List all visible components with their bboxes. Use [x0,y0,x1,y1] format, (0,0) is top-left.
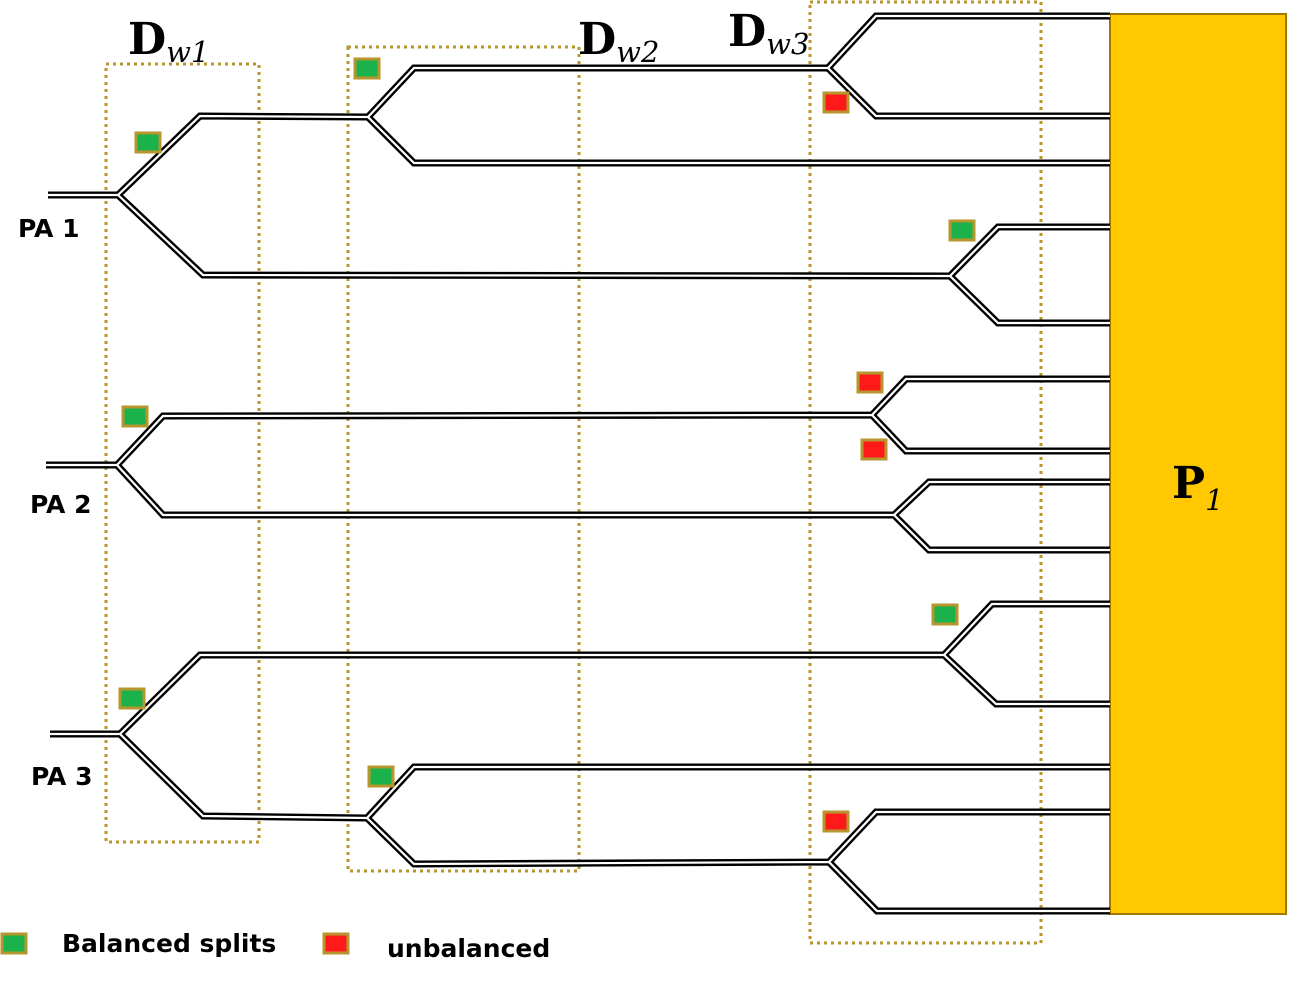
waveguide-pa2 [46,375,1110,554]
split-marker-pa2-dw3-top-b [860,438,888,461]
split-marker-pa3-dw1 [118,687,146,710]
input-label-pa1: PA 1 [18,214,79,243]
split-marker-pa1-dw2 [353,57,381,80]
legend-balanced-swatch [0,932,28,955]
group-box-dw3 [808,0,1043,945]
group-box-dw2 [346,45,581,873]
group-label-dw3: Dw3 [728,6,809,61]
split-marker-pa1-dw3-top [822,91,850,114]
split-marker-pa1-dw3-bottom [948,219,976,242]
output-block-p1 [1109,13,1287,915]
group-label-dw1: Dw1 [128,14,209,69]
waveguide-pa3 [50,600,1110,915]
split-marker-pa2-dw1 [121,405,149,428]
group-box-dw1 [104,62,261,844]
split-markers [118,57,976,833]
output-block-label: P1 [1172,458,1224,517]
split-marker-pa3-dw3-bottom [822,810,850,833]
split-marker-pa1-dw1 [134,131,162,154]
legend-unbalanced-label: unbalanced [387,934,550,963]
waveguide-network [46,12,1110,915]
split-marker-pa3-dw3-top [931,603,959,626]
input-label-pa2: PA 2 [30,490,91,519]
split-marker-pa3-dw2 [367,765,395,788]
input-label-pa3: PA 3 [31,762,92,791]
waveguide-pa1 [48,12,1110,327]
split-marker-pa2-dw3-top-a [856,371,884,394]
legend-balanced-label: Balanced splits [62,929,276,958]
legend: Balanced splits unbalanced [0,929,550,963]
legend-unbalanced-swatch [322,932,350,955]
group-label-dw2: Dw2 [578,14,659,69]
